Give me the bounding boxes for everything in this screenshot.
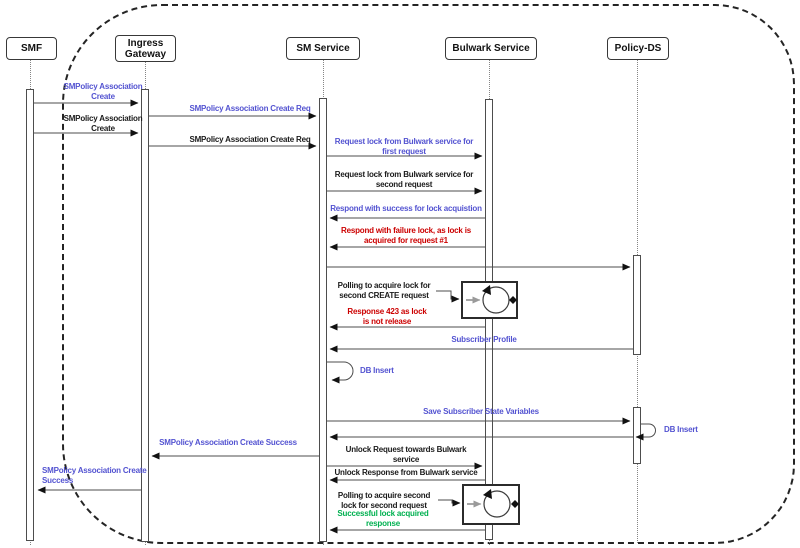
message-label-5: Request lock from Bulwark service for fi… <box>334 137 474 156</box>
self-arrow-db-insert-policyds <box>635 423 656 441</box>
loop2-icon <box>483 490 511 518</box>
activation-policyds-1 <box>633 255 641 355</box>
actor-smf-label: SMF <box>20 43 43 54</box>
loop-fragment-1 <box>436 281 518 319</box>
activation-smf <box>26 89 34 541</box>
actor-bulwark-service: Bulwark Service <box>445 37 537 60</box>
message-label-6: Request lock from Bulwark service for se… <box>334 170 474 189</box>
actor-sm-service-label: SM Service <box>296 43 350 54</box>
loop1-icon-arrowhead <box>482 285 491 295</box>
message-label-db-insert-sm: DB Insert <box>360 366 394 375</box>
message-label-3: SMPolicy Association Create <box>63 114 143 133</box>
activation-ingress <box>141 89 149 542</box>
message-label-unlock-response: Unlock Response from Bulwark service <box>334 468 478 477</box>
message-label-2: SMPolicy Association Create Req <box>189 104 311 113</box>
self-arrow-db-insert-sm <box>327 361 354 384</box>
loop2-diamond-icon <box>511 500 519 508</box>
message-label-db-insert-policyds: DB Insert <box>664 425 698 434</box>
actor-policy-ds: Policy-DS <box>607 37 669 60</box>
loop2-connector <box>438 499 461 507</box>
activation-sm <box>319 98 327 542</box>
system-boundary <box>62 4 795 544</box>
message-label-create-success-1: SMPolicy Association Create Success <box>159 438 297 447</box>
message-label-lock-acquired: Successful lock acquired response <box>337 509 429 528</box>
message-label-create-success-2: SMPolicy Association Create Success <box>42 466 147 485</box>
actor-ingress-gateway: Ingress Gateway <box>115 35 176 62</box>
message-label-polling-2: Polling to acquire second lock for secon… <box>337 491 431 510</box>
actor-smf: SMF <box>6 37 57 60</box>
actor-policy-ds-label: Policy-DS <box>614 43 662 54</box>
message-label-polling-1: Polling to acquire lock for second CREAT… <box>337 281 431 300</box>
message-label-4: SMPolicy Association Create Req <box>189 135 311 144</box>
message-label-8: Respond with failure lock, as lock is ac… <box>341 226 471 245</box>
loop1-connector <box>436 290 460 303</box>
message-label-response-423: Response 423 as lock is not release <box>347 307 427 326</box>
message-label-subscriber-profile: Subscriber Profile <box>451 335 517 344</box>
loop1-diamond-icon <box>509 296 517 304</box>
activation-bulwark <box>485 99 493 540</box>
actor-bulwark-service-label: Bulwark Service <box>452 43 530 54</box>
actor-ingress-gateway-label: Ingress Gateway <box>124 37 167 60</box>
actor-sm-service: SM Service <box>286 37 360 60</box>
loop2-icon-arrowhead <box>483 489 492 499</box>
message-label-7: Respond with success for lock acquistion <box>330 204 482 213</box>
message-label-save-state: Save Subscriber State Variables <box>423 407 539 416</box>
loop-fragment-2 <box>438 484 520 525</box>
message-label-unlock-request: Unlock Request towards Bulwark service <box>345 445 467 464</box>
message-label-1: SMPolicy Association Create <box>63 82 143 101</box>
